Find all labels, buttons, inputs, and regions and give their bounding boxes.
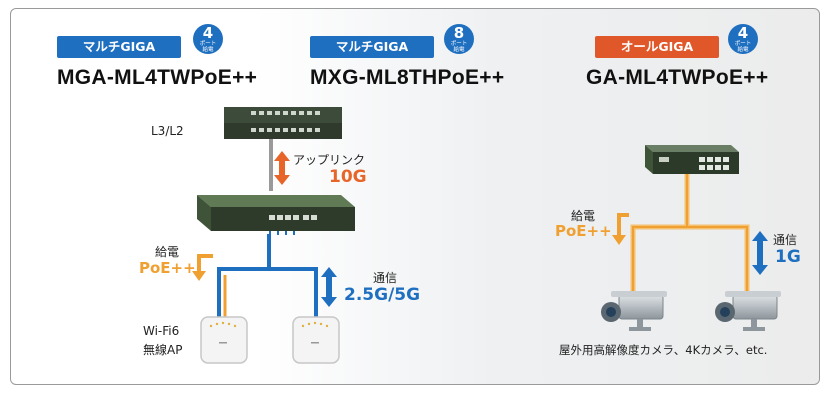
- wifi-ap-1-icon: [200, 316, 248, 364]
- uplink-label: アップリンク: [293, 153, 366, 167]
- ap-label-line-1: Wi-Fi6: [143, 324, 180, 338]
- power-label-right: 給電: [571, 209, 596, 223]
- access-switch-left-icon: [197, 195, 355, 235]
- product-2-port-count-icon: 8 ポート 給電: [444, 24, 474, 54]
- poe-lines-right: [630, 174, 750, 299]
- network-diagram: [192, 107, 781, 364]
- product-1-badge: マルチGIGA: [57, 36, 181, 58]
- power-value-left: PoE++: [139, 259, 196, 277]
- core-switch-label: L3/L2: [151, 124, 184, 138]
- product-3-model: GA-ML4TWPoE++: [586, 66, 769, 89]
- power-label-left: 給電: [155, 245, 180, 259]
- comm-label-left: 通信: [373, 271, 398, 285]
- comm-arrow-left-icon: [321, 267, 337, 307]
- ap-label-line-2: 無線AP: [143, 343, 183, 357]
- product-2-port-sub: ポート 給電: [450, 41, 468, 53]
- comm-label-right: 通信: [773, 233, 798, 247]
- product-2-port-number: 8: [453, 24, 465, 42]
- diagram-frame: マルチGIGA 4 ポート 給電 MGA-ML4TWPoE++ マルチGIGA …: [10, 8, 820, 385]
- camera-1-icon: [601, 291, 667, 331]
- poe-arrow-right-icon: [617, 213, 629, 237]
- product-1-port-sub: ポート 給電: [199, 41, 217, 53]
- product-3-port-sub: ポート 給電: [734, 41, 752, 53]
- core-switch-icon: [224, 107, 342, 139]
- poe-lines-left: [217, 234, 318, 321]
- product-2-badge: マルチGIGA: [310, 36, 434, 58]
- product-3-port-count-icon: 4 ポート 給電: [728, 24, 758, 54]
- comm-arrow-right-icon: [752, 231, 768, 275]
- product-3-badge: オールGIGA: [595, 36, 719, 58]
- poe-arrow-left-icon: [197, 254, 213, 273]
- comm-speed-right: 1G: [775, 247, 801, 267]
- camera-label: 屋外用高解像度カメラ、4Kカメラ、etc.: [559, 343, 768, 357]
- product-1-model: MGA-ML4TWPoE++: [57, 66, 258, 89]
- uplink-speed: 10G: [329, 167, 367, 187]
- power-value-right: PoE++: [555, 222, 612, 240]
- product-1-port-number: 4: [202, 24, 214, 42]
- wifi-ap-2-icon: [292, 316, 340, 364]
- product-1-port-count-icon: 4 ポート 給電: [193, 24, 223, 54]
- switch-right-icon: [645, 145, 739, 174]
- camera-2-icon: [715, 291, 781, 331]
- uplink-line: [269, 139, 273, 191]
- product-3-port-number: 4: [737, 24, 749, 42]
- product-2-model: MXG-ML8THPoE++: [310, 66, 505, 89]
- comm-speed-left: 2.5G/5G: [344, 285, 421, 305]
- uplink-arrow-icon: [274, 151, 290, 185]
- poe-lines-right-core: [632, 174, 748, 299]
